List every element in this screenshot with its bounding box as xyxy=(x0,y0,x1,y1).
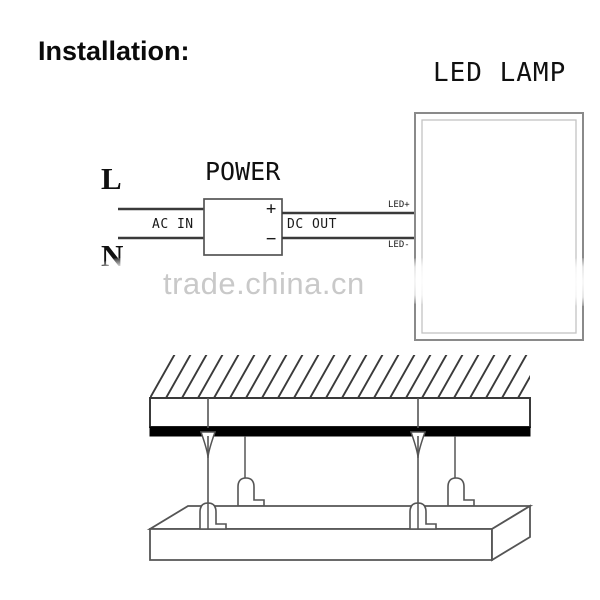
ceiling-slab-body xyxy=(149,397,531,428)
bottom-panel-front-face xyxy=(149,528,493,561)
led-negative-label: LED- xyxy=(388,240,410,250)
led-lamp-inner-frame xyxy=(421,119,577,334)
ceiling-black-bar xyxy=(149,426,531,437)
negative-terminal-label: − xyxy=(266,229,277,249)
dc-output-wires xyxy=(282,211,416,240)
bottom-panel-right-face xyxy=(491,504,531,562)
ceiling-hatching xyxy=(150,355,530,398)
led-positive-label: LED+ xyxy=(388,200,410,210)
ceiling-slab xyxy=(149,397,531,437)
ac-in-label: AC IN xyxy=(152,217,194,232)
ac-input-wires xyxy=(118,207,206,240)
led-lamp-panel xyxy=(414,112,584,341)
rear-hanger-wires xyxy=(244,436,456,479)
page-title: Installation: xyxy=(38,36,190,66)
hanger-wire-terminations xyxy=(207,503,419,529)
power-supply-box xyxy=(203,198,283,256)
bracket-front-left xyxy=(199,502,227,530)
bottom-panel xyxy=(146,504,534,562)
power-label: POWER xyxy=(205,157,281,186)
neutral-wire-label: N xyxy=(101,238,124,273)
bracket-front-right xyxy=(409,502,437,530)
hanger-assembly-left xyxy=(199,398,217,508)
led-lamp-label: LED LAMP xyxy=(433,58,567,88)
bracket-rear-left xyxy=(237,477,265,507)
hanger-assembly-right xyxy=(409,398,427,508)
dc-out-label: DC OUT xyxy=(287,217,337,232)
bracket-rear-right xyxy=(447,477,475,507)
positive-terminal-label: + xyxy=(266,199,277,219)
live-wire-label: L xyxy=(101,161,122,196)
